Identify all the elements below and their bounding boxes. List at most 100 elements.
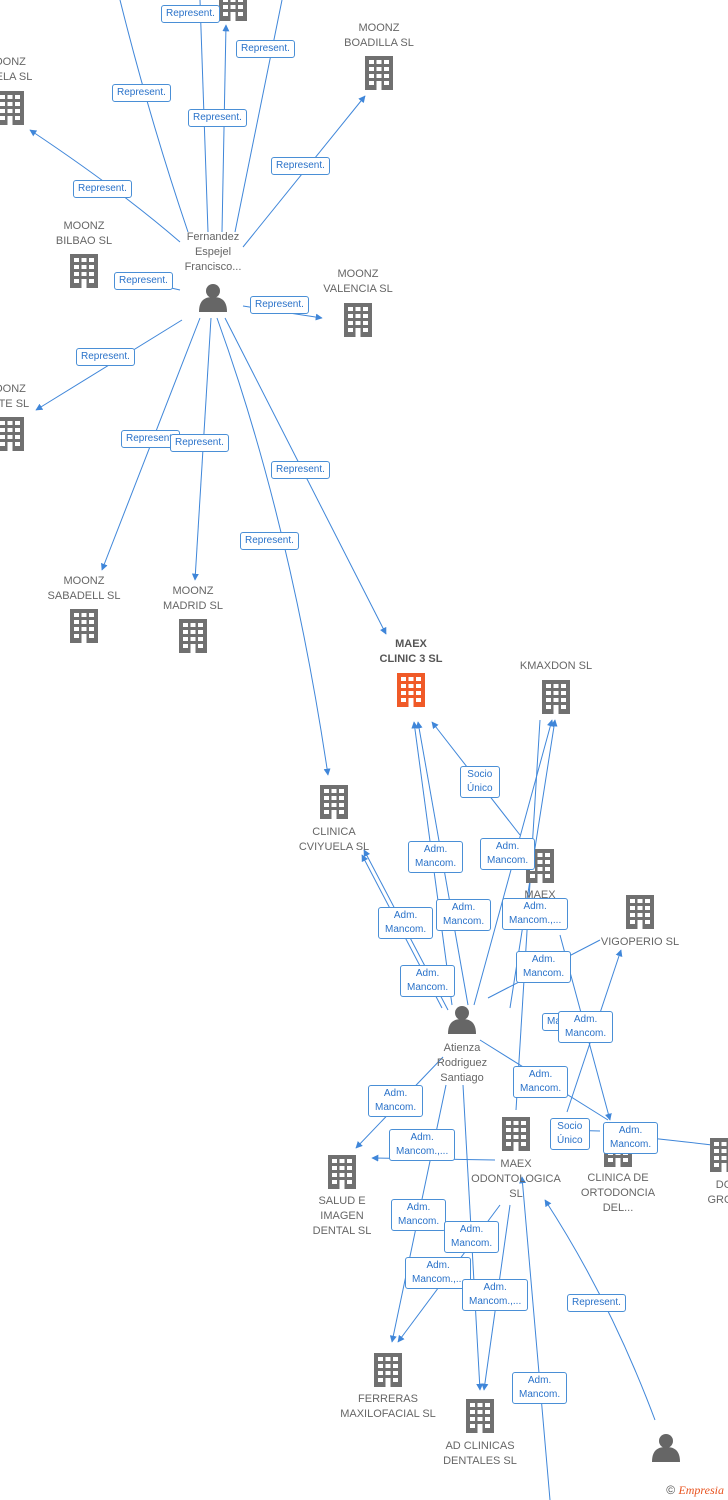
edge-label[interactable]: Adm.Mancom. (400, 965, 456, 997)
building-icon[interactable] (70, 254, 98, 288)
node-label-line: FERRERAS (358, 1393, 418, 1405)
edge-label-line: Mancom. (520, 1083, 562, 1094)
edge-label[interactable]: Adm.Mancom. (378, 907, 434, 939)
node-label-line: SL (509, 1188, 523, 1200)
edge-label[interactable]: Represent. (121, 430, 180, 448)
edge-label[interactable]: Represent. (236, 40, 295, 58)
person-icon[interactable] (199, 284, 227, 312)
building-icon[interactable] (0, 91, 24, 125)
person-icon[interactable] (652, 1434, 680, 1462)
node-label-line: SABADELL SL (47, 590, 121, 602)
edge-label-line: Mancom. (610, 1139, 652, 1150)
edge-label[interactable]: Represent. (114, 272, 173, 290)
edge-label[interactable]: Represent. (161, 5, 220, 23)
building-icon[interactable] (710, 1138, 728, 1172)
building-icon[interactable] (542, 680, 570, 714)
edge-label-line: Adm. (426, 1260, 450, 1271)
node-label-moonz-vuela[interactable]: OONZUELA SL (0, 55, 32, 85)
edge-label[interactable]: Adm.Mancom. (512, 1372, 568, 1404)
node-label-line: MOONZ (63, 220, 105, 232)
edge-label[interactable]: Represent. (170, 434, 229, 452)
edge-label-line: Adm. (459, 1224, 484, 1235)
edge-label[interactable]: Adm.Mancom.,... (389, 1129, 456, 1161)
node-label-line: RTE SL (0, 398, 30, 410)
edge-label[interactable]: Represent. (567, 1294, 626, 1312)
edge-label-line: Adm. (406, 1202, 431, 1213)
edge-label[interactable]: Represent. (73, 180, 132, 198)
building-icon[interactable] (320, 785, 348, 819)
edge-label-line: Represent. (276, 160, 325, 171)
edge-label[interactable]: Adm.Mancom.,... (405, 1257, 472, 1289)
building-icon[interactable] (328, 1155, 356, 1189)
building-icon[interactable] (397, 673, 425, 707)
node-label-moonz-norte[interactable]: OONZRTE SL (0, 382, 29, 412)
edge-label[interactable]: Adm.Mancom. (436, 899, 492, 931)
node-label-line: AD CLINICAS (445, 1440, 515, 1452)
edge-label-line: Adm. (451, 902, 476, 913)
edge-label[interactable]: Adm.Mancom. (480, 838, 536, 870)
edge-label-line: Represent. (255, 299, 304, 310)
edge-label-line: Adm. (495, 841, 520, 852)
edge-label-line: Adm. (523, 901, 547, 912)
building-icon[interactable] (344, 303, 372, 337)
edge-label[interactable]: Adm.Mancom.,... (502, 898, 569, 930)
brand-logo[interactable]: Empresia (678, 1483, 724, 1497)
edge-label[interactable]: Adm.Mancom. (513, 1066, 569, 1098)
edge-label[interactable]: Represent. (271, 461, 330, 479)
node-label-line: MOONZ (63, 575, 105, 587)
edge-label[interactable]: Represent. (76, 348, 135, 366)
edge-label[interactable]: Represent. (240, 532, 299, 550)
building-icon[interactable] (466, 1399, 494, 1433)
edge-label[interactable]: Adm.Mancom. (368, 1085, 424, 1117)
node-label-line: SALUD E (318, 1195, 366, 1207)
building-icon[interactable] (365, 56, 393, 90)
edge-label[interactable]: Adm.Mancom. (516, 951, 572, 983)
node-label-line: ORTODONCIA (580, 1187, 656, 1199)
edge-label[interactable]: Represent. (112, 84, 171, 102)
building-icon[interactable] (374, 1353, 402, 1387)
building-icon[interactable] (70, 609, 98, 643)
node-label-do-group[interactable]: DOGROU (708, 1178, 728, 1208)
node-label-kmaxdon[interactable]: KMAXDON SL (520, 659, 592, 674)
edge-label[interactable]: Adm.Mancom. (444, 1221, 500, 1253)
edge-label-line: Adm. (527, 1375, 552, 1386)
building-icon[interactable] (0, 417, 24, 451)
node-label-vigoperio[interactable]: VIGOPERIO SL (601, 935, 679, 950)
node-label-moonz-sabadell[interactable]: MOONZ SABADELL SL (48, 574, 121, 604)
edge-label-line: Socio (467, 769, 493, 780)
edge-label[interactable]: Adm. Mancom. (391, 1199, 447, 1231)
edge-label-line: Represent. (81, 351, 130, 362)
building-icon[interactable] (179, 619, 207, 653)
building-icon[interactable] (219, 0, 247, 21)
node-label-line: UELA SL (0, 71, 33, 83)
edge-label[interactable]: Represent. (271, 157, 330, 175)
building-icon[interactable] (502, 1117, 530, 1151)
edge-label[interactable]: Adm.Mancom. (603, 1122, 659, 1154)
building-icon[interactable] (626, 895, 654, 929)
edge-label-line: Adm. (393, 910, 418, 921)
person-icon[interactable] (448, 1006, 476, 1034)
edge-label-line: Mancom.,... (469, 1296, 522, 1307)
edge-label-line: Adm. (573, 1014, 598, 1025)
edge-label[interactable]: Adm.Mancom. (408, 841, 464, 873)
edge-label[interactable]: Adm.Mancom. (558, 1011, 614, 1043)
edge-label[interactable]: Represent. (188, 109, 247, 127)
edge-label[interactable]: Represent. (250, 296, 309, 314)
edge-label-line: Mancom. (398, 1216, 440, 1227)
edge-label[interactable]: Adm.Mancom.,... (462, 1279, 529, 1311)
